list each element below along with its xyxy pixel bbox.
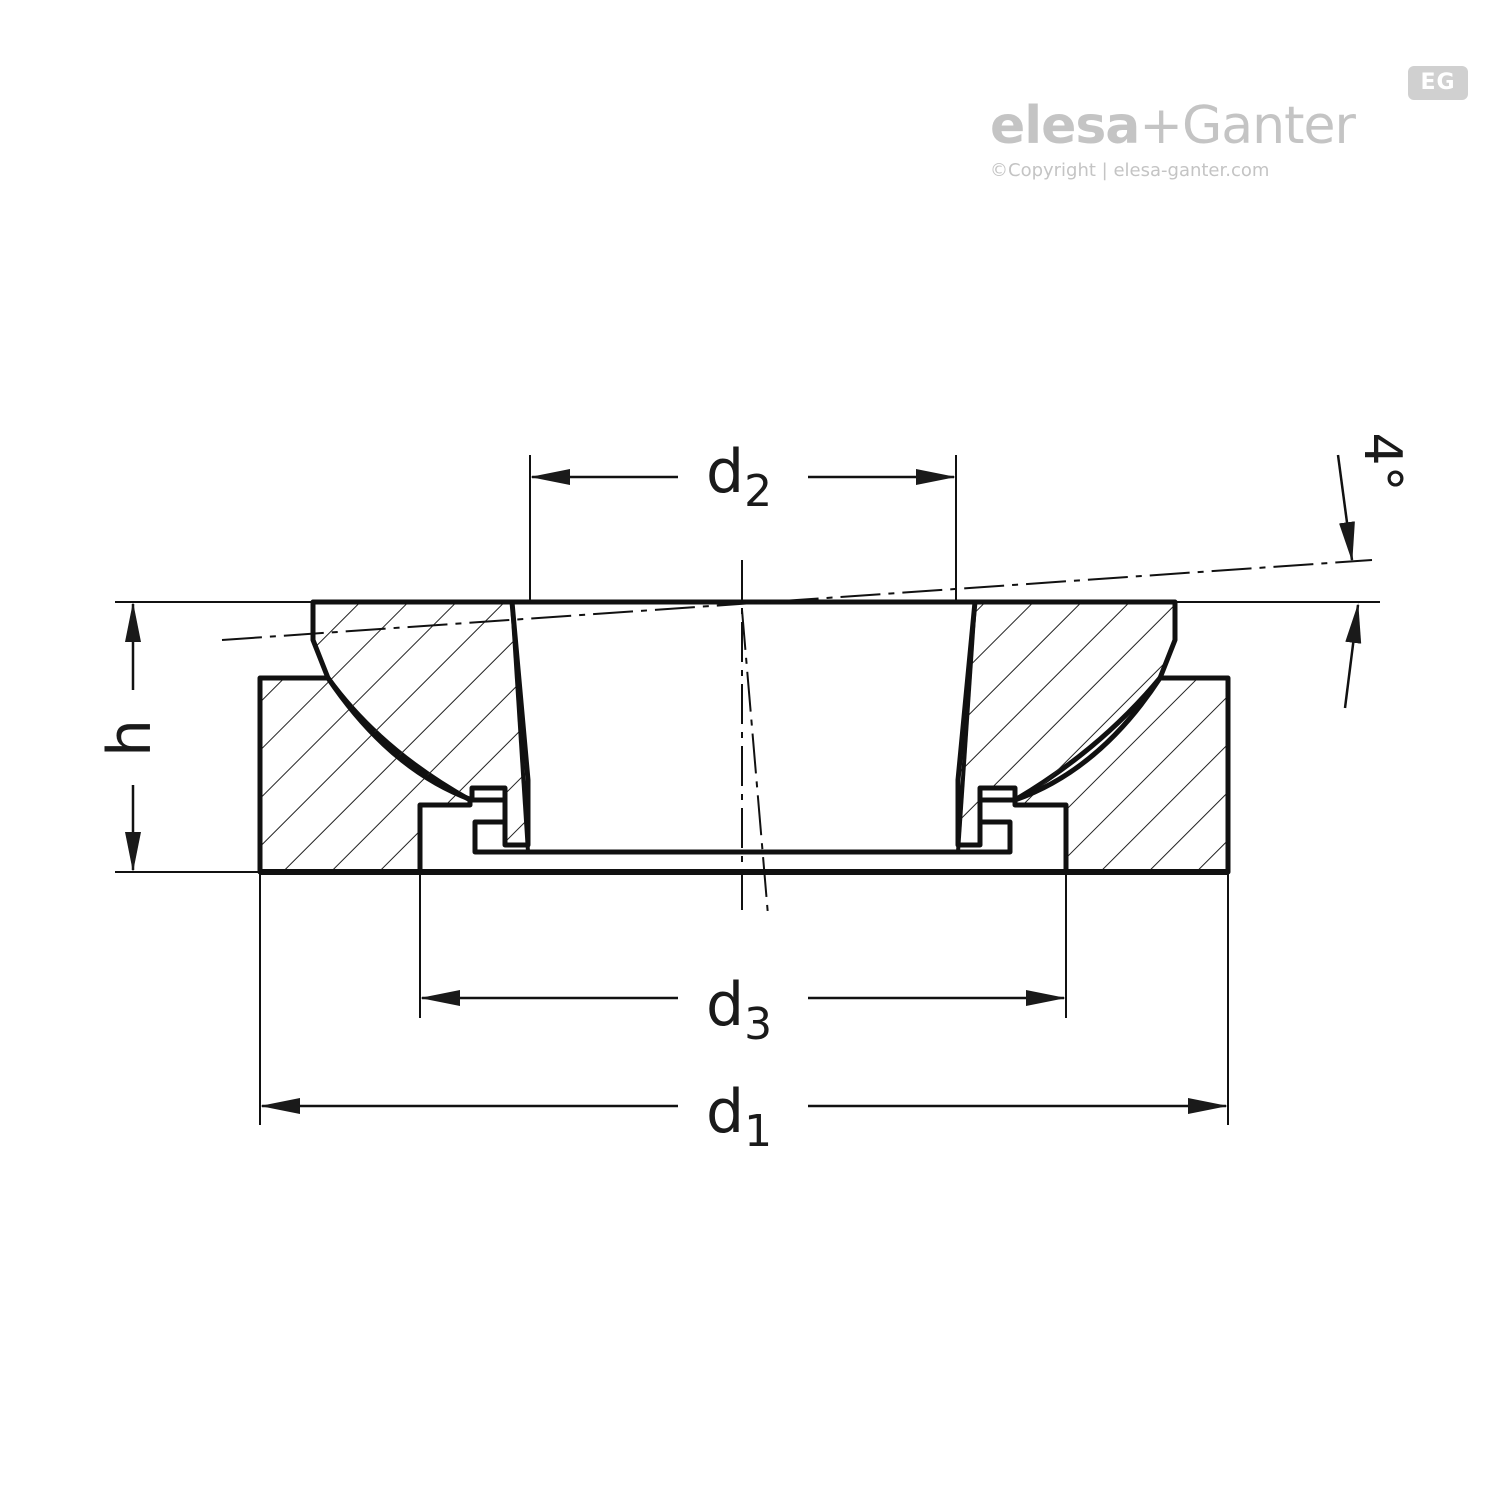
label-angle: 4° (1352, 432, 1412, 491)
tilt-line (221, 559, 1373, 641)
label-d2: d2 (706, 437, 772, 517)
brand-name-part1: elesa (990, 96, 1140, 156)
bore-right-edge (956, 601, 977, 853)
brand-name-part2: Ganter (1181, 96, 1356, 156)
spherical-washer (310, 599, 1178, 855)
bore-left-edge (510, 601, 530, 853)
washer-right-section (955, 599, 1178, 848)
dim-angle-upper (1336, 454, 1355, 562)
label-d1: d1 (706, 1077, 772, 1157)
brand-wordmark: elesa+Ganter (990, 96, 1356, 156)
label-d3: d3 (706, 970, 772, 1050)
brand-plus: + (1139, 96, 1183, 156)
label-h: h (95, 719, 165, 757)
dimension-lines (125, 454, 1362, 1114)
washer-left-section (310, 599, 531, 848)
centre-line-tilted (741, 609, 769, 916)
dim-angle-lower (1343, 603, 1362, 709)
brand-copyright: ©Copyright | elesa-ganter.com (990, 160, 1270, 181)
brand-badge: EG (1408, 66, 1468, 100)
washer-bottom-flange (472, 797, 1015, 855)
brand-logo: EG elesa+Ganter ©Copyright | elesa-gante… (980, 60, 1468, 200)
